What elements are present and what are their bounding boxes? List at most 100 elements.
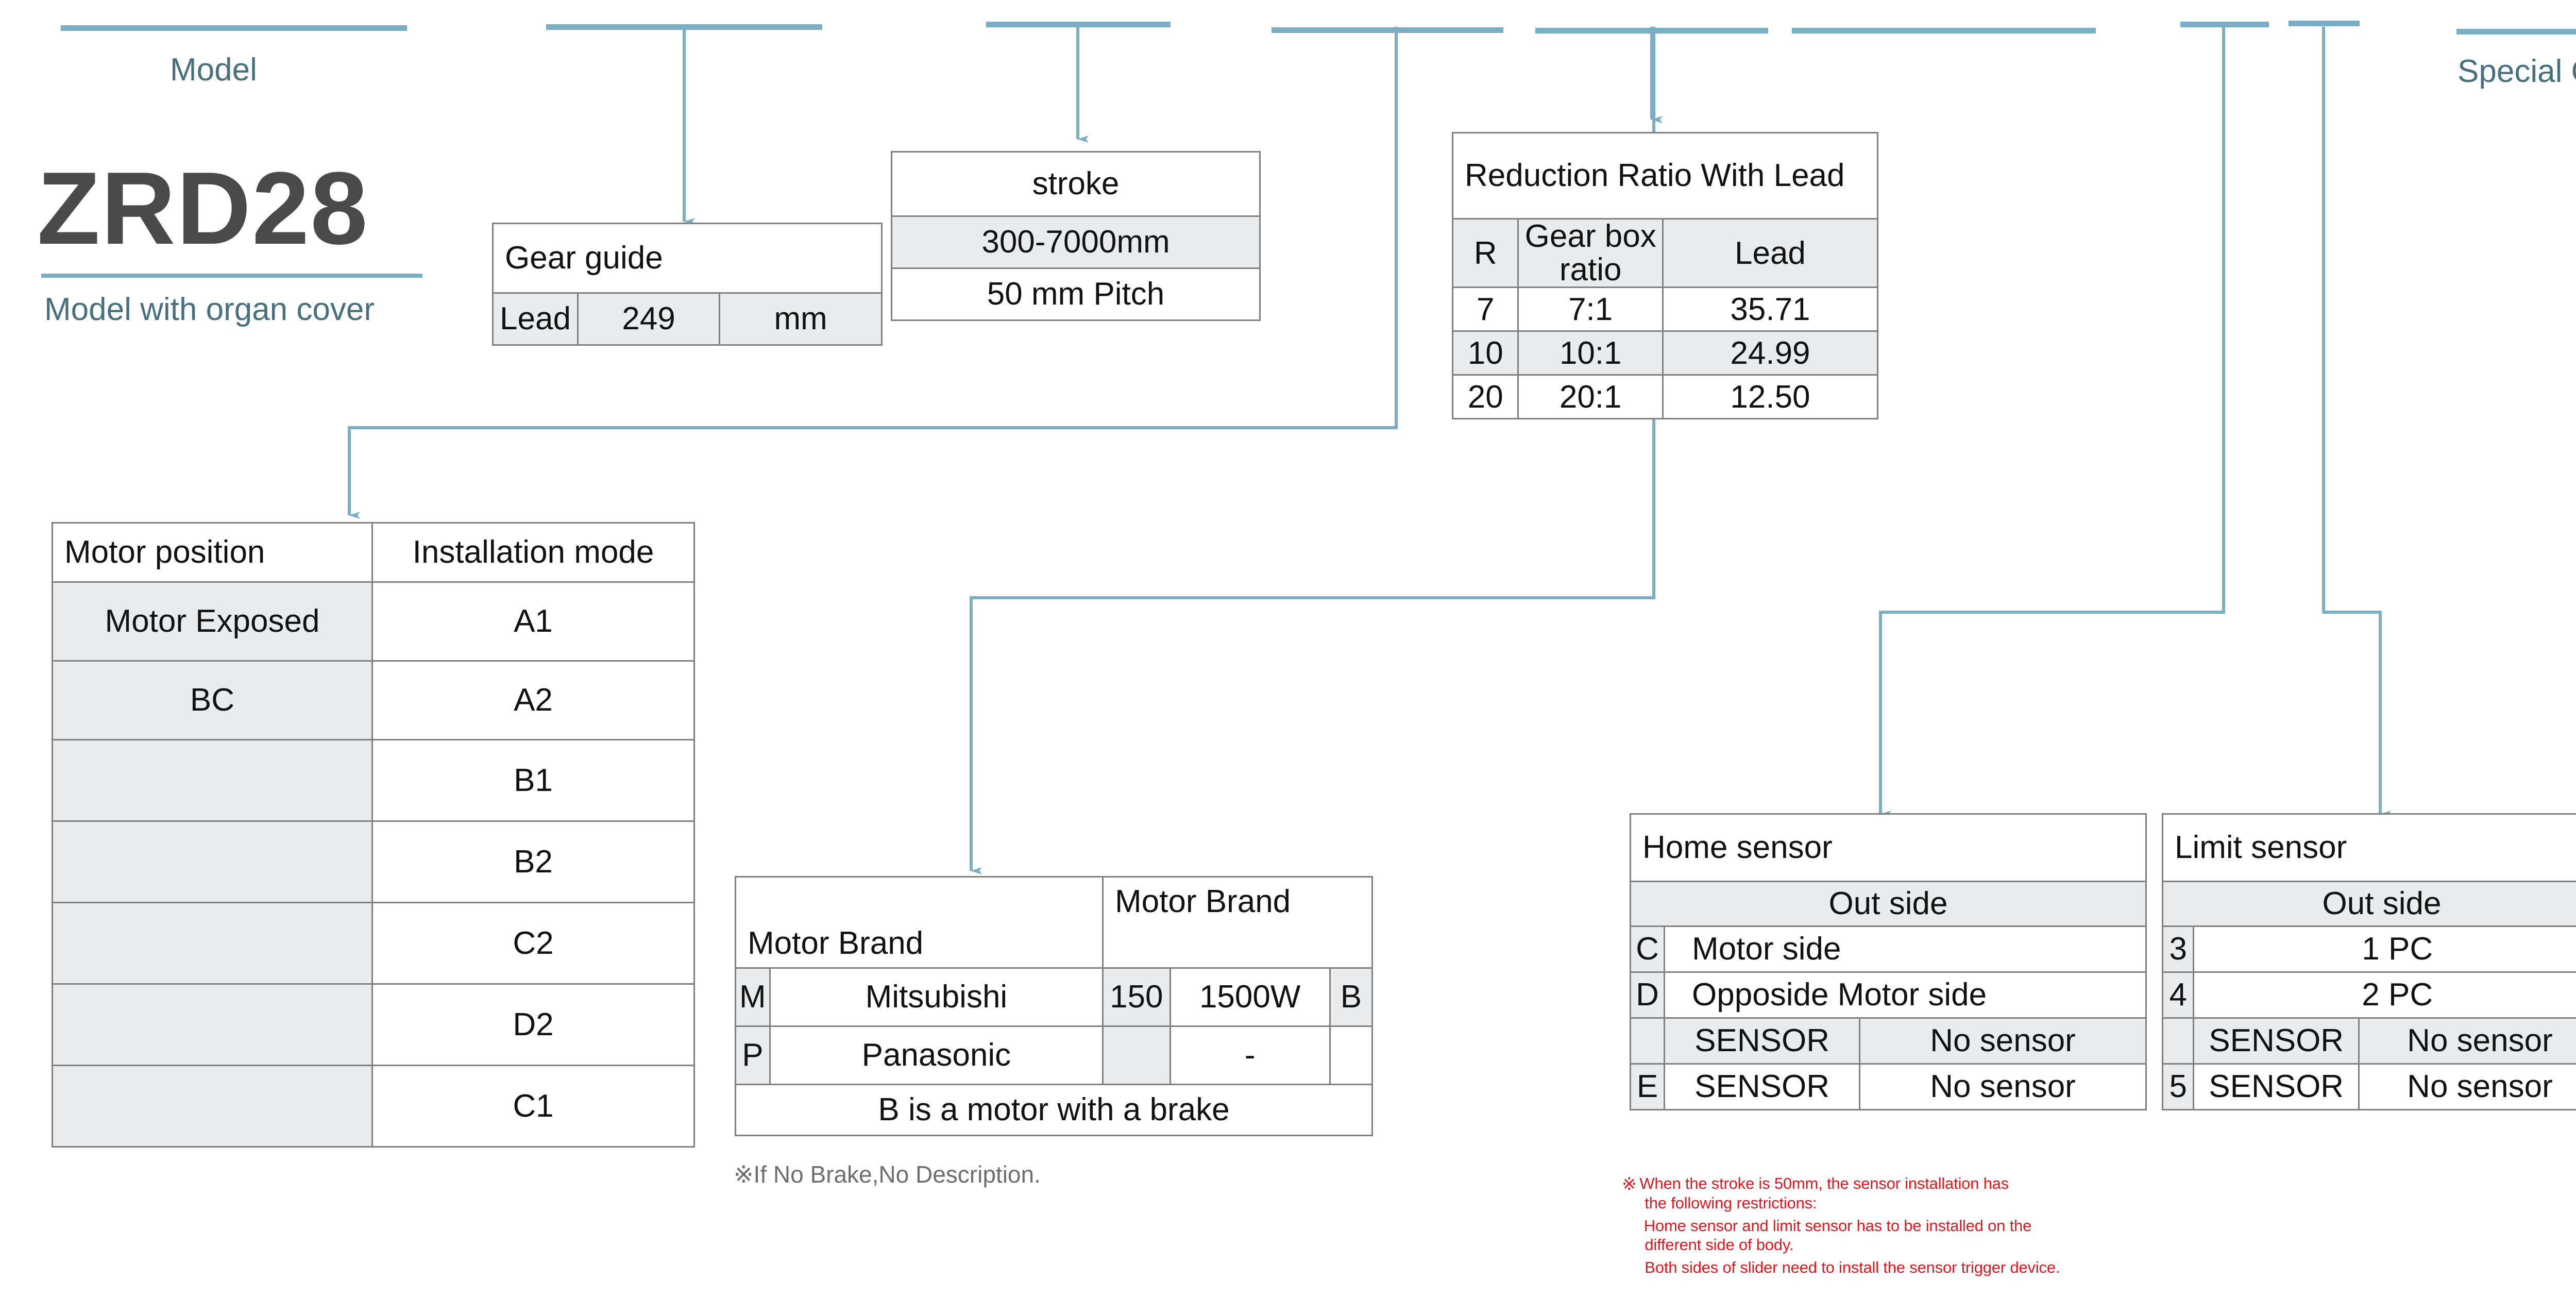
reduction-lead-0: 35.71 (1662, 287, 1879, 332)
table-row: SENSOR No sensor (2161, 1017, 2576, 1065)
limit-sensor-label-0: 1 PC (2193, 925, 2576, 973)
header-label-special-order: Special Order No. (2458, 54, 2576, 89)
reduction-ratio-table: Reduction Ratio With Lead R Gear box rat… (1451, 132, 1879, 420)
reduction-lead-1: 24.99 (1662, 330, 1879, 376)
table-row: C Motor side (1629, 925, 2147, 973)
table-row: P Panasonic - (735, 1025, 1374, 1085)
limit-sensor-value-2: No sensor (2358, 1017, 2576, 1065)
table-row: Motor Exposed A1 (52, 581, 695, 662)
motor-power-code-0: 150 (1102, 967, 1171, 1027)
table-row: 20 20:1 12.50 (1451, 374, 1879, 420)
top-bar-special-order (2456, 29, 2576, 35)
header-label-model: Model (170, 52, 257, 88)
home-sensor-label-2: SENSOR (1664, 1017, 1861, 1065)
motor-brand-code-0: M (735, 967, 771, 1027)
limit-sensor-code-3: 5 (2161, 1063, 2195, 1110)
reduction-col-lead: Lead (1662, 217, 1879, 289)
reduction-ratio-1: 10:1 (1517, 330, 1664, 376)
installation-mode-4: C2 (371, 902, 695, 985)
limit-sensor-value-3: No sensor (2358, 1063, 2576, 1110)
table-row: BC A2 (52, 660, 695, 740)
model-subtitle: Model with organ cover (44, 292, 375, 327)
warning-line-1: When the stroke is 50mm, the sensor inst… (1639, 1174, 2009, 1192)
table-row: 4 2 PC (2161, 971, 2576, 1019)
home-sensor-title: Home sensor (1630, 813, 2147, 882)
table-row: C1 (52, 1065, 695, 1148)
installation-mode-2: B1 (371, 739, 695, 822)
home-sensor-code-2 (1629, 1017, 1666, 1065)
stroke-title: stroke (891, 151, 1261, 217)
top-bar-home-sensor (2180, 22, 2269, 27)
home-sensor-value-3: No sensor (1859, 1063, 2147, 1110)
home-sensor-value-2: No sensor (1859, 1017, 2147, 1065)
warning-line-3: Home sensor and limit sensor has to be i… (1639, 1216, 2032, 1235)
motor-power-1: - (1169, 1025, 1331, 1085)
motor-position-4 (52, 902, 373, 985)
limit-sensor-code-1: 4 (2161, 971, 2195, 1019)
home-sensor-code-1: D (1629, 971, 1666, 1019)
home-sensor-label-0: Motor side (1664, 925, 2147, 973)
limit-sensor-label-2: SENSOR (2193, 1017, 2360, 1065)
model-code: ZRD28 (37, 151, 369, 266)
installation-mode-6: C1 (371, 1065, 695, 1148)
warning-line-4: different side of body. (1645, 1236, 1794, 1254)
motor-brand-code-1: P (735, 1025, 771, 1085)
motor-brand-name-0: Mitsubishi (769, 967, 1104, 1027)
table-row: SENSOR No sensor (1629, 1017, 2147, 1065)
motor-position-6 (52, 1065, 373, 1148)
reduction-r-1: 10 (1451, 330, 1519, 376)
warning-mark: ※ (1622, 1174, 1637, 1194)
motor-position-0: Motor Exposed (52, 581, 373, 662)
reduction-col-r: R (1451, 217, 1519, 289)
gear-guide-lead-unit: mm (719, 292, 883, 346)
table-row: B2 (52, 820, 695, 903)
motor-brake-1 (1329, 1025, 1374, 1085)
table-row: C2 (52, 902, 695, 985)
motor-brand-footer: B is a motor with a brake (735, 1084, 1373, 1136)
table-row: 3 1 PC (2161, 925, 2576, 973)
motor-position-3 (52, 820, 373, 903)
gear-guide-lead-value: 249 (577, 292, 721, 346)
installation-mode-1: A2 (371, 660, 695, 740)
reduction-ratio-2: 20:1 (1517, 374, 1664, 420)
gear-guide-lead-label: Lead (492, 292, 579, 346)
home-sensor-label-3: SENSOR (1664, 1063, 1861, 1110)
table-row: 5 SENSOR No sensor (2161, 1063, 2576, 1110)
table-row: 7 7:1 35.71 (1451, 287, 1879, 332)
limit-sensor-code-2 (2161, 1017, 2195, 1065)
home-sensor-label-1: Opposide Motor side (1664, 971, 2147, 1019)
home-sensor-subtitle: Out side (1630, 881, 2147, 927)
home-sensor-table: Home sensor Out side C Motor side D Oppo… (1629, 813, 2147, 1110)
home-sensor-code-0: C (1629, 925, 1666, 973)
top-bar-motor-brand (1535, 28, 1768, 33)
reduction-r-0: 7 (1451, 287, 1519, 332)
table-row: D2 (52, 983, 695, 1066)
limit-sensor-subtitle: Out side (2162, 881, 2576, 927)
warning-line-2: the following restrictions: (1645, 1193, 1817, 1212)
motor-brand-note: ※If No Brake,No Description. (734, 1161, 1041, 1188)
reduction-lead-2: 12.50 (1662, 374, 1879, 420)
motor-power-0: 1500W (1169, 967, 1331, 1027)
motor-position-1: BC (52, 660, 373, 740)
reduction-ratio-0: 7:1 (1517, 287, 1664, 332)
top-bar-model (61, 25, 407, 31)
table-row: E SENSOR No sensor (1629, 1063, 2147, 1110)
motor-position-title: Motor position (52, 522, 373, 583)
installation-mode-3: B2 (371, 820, 695, 903)
motor-brand-title-left: Motor Brand (735, 876, 1104, 969)
top-bar-stroke (986, 22, 1171, 27)
stroke-range: 300-7000mm (891, 215, 1261, 269)
installation-mode-5: D2 (371, 983, 695, 1066)
gear-guide-title: Gear guide (492, 223, 883, 294)
motor-brand-table: Motor Brand Motor Brand M Mitsubishi 150… (735, 876, 1374, 1136)
warning-line-5: Both sides of slider need to install the… (1645, 1258, 2060, 1277)
motor-position-table: Motor position Installation mode Motor E… (52, 522, 695, 1148)
installation-mode-0: A1 (371, 581, 695, 662)
reduction-col-gearbox: Gear box ratio (1517, 217, 1664, 289)
motor-brake-0: B (1329, 967, 1374, 1027)
limit-sensor-table: Limit sensor Out side 3 1 PC 4 2 PC SENS… (2161, 813, 2576, 1110)
table-row: B1 (52, 739, 695, 822)
top-bar-gear-guide (546, 24, 822, 30)
limit-sensor-title: Limit sensor (2162, 813, 2576, 882)
